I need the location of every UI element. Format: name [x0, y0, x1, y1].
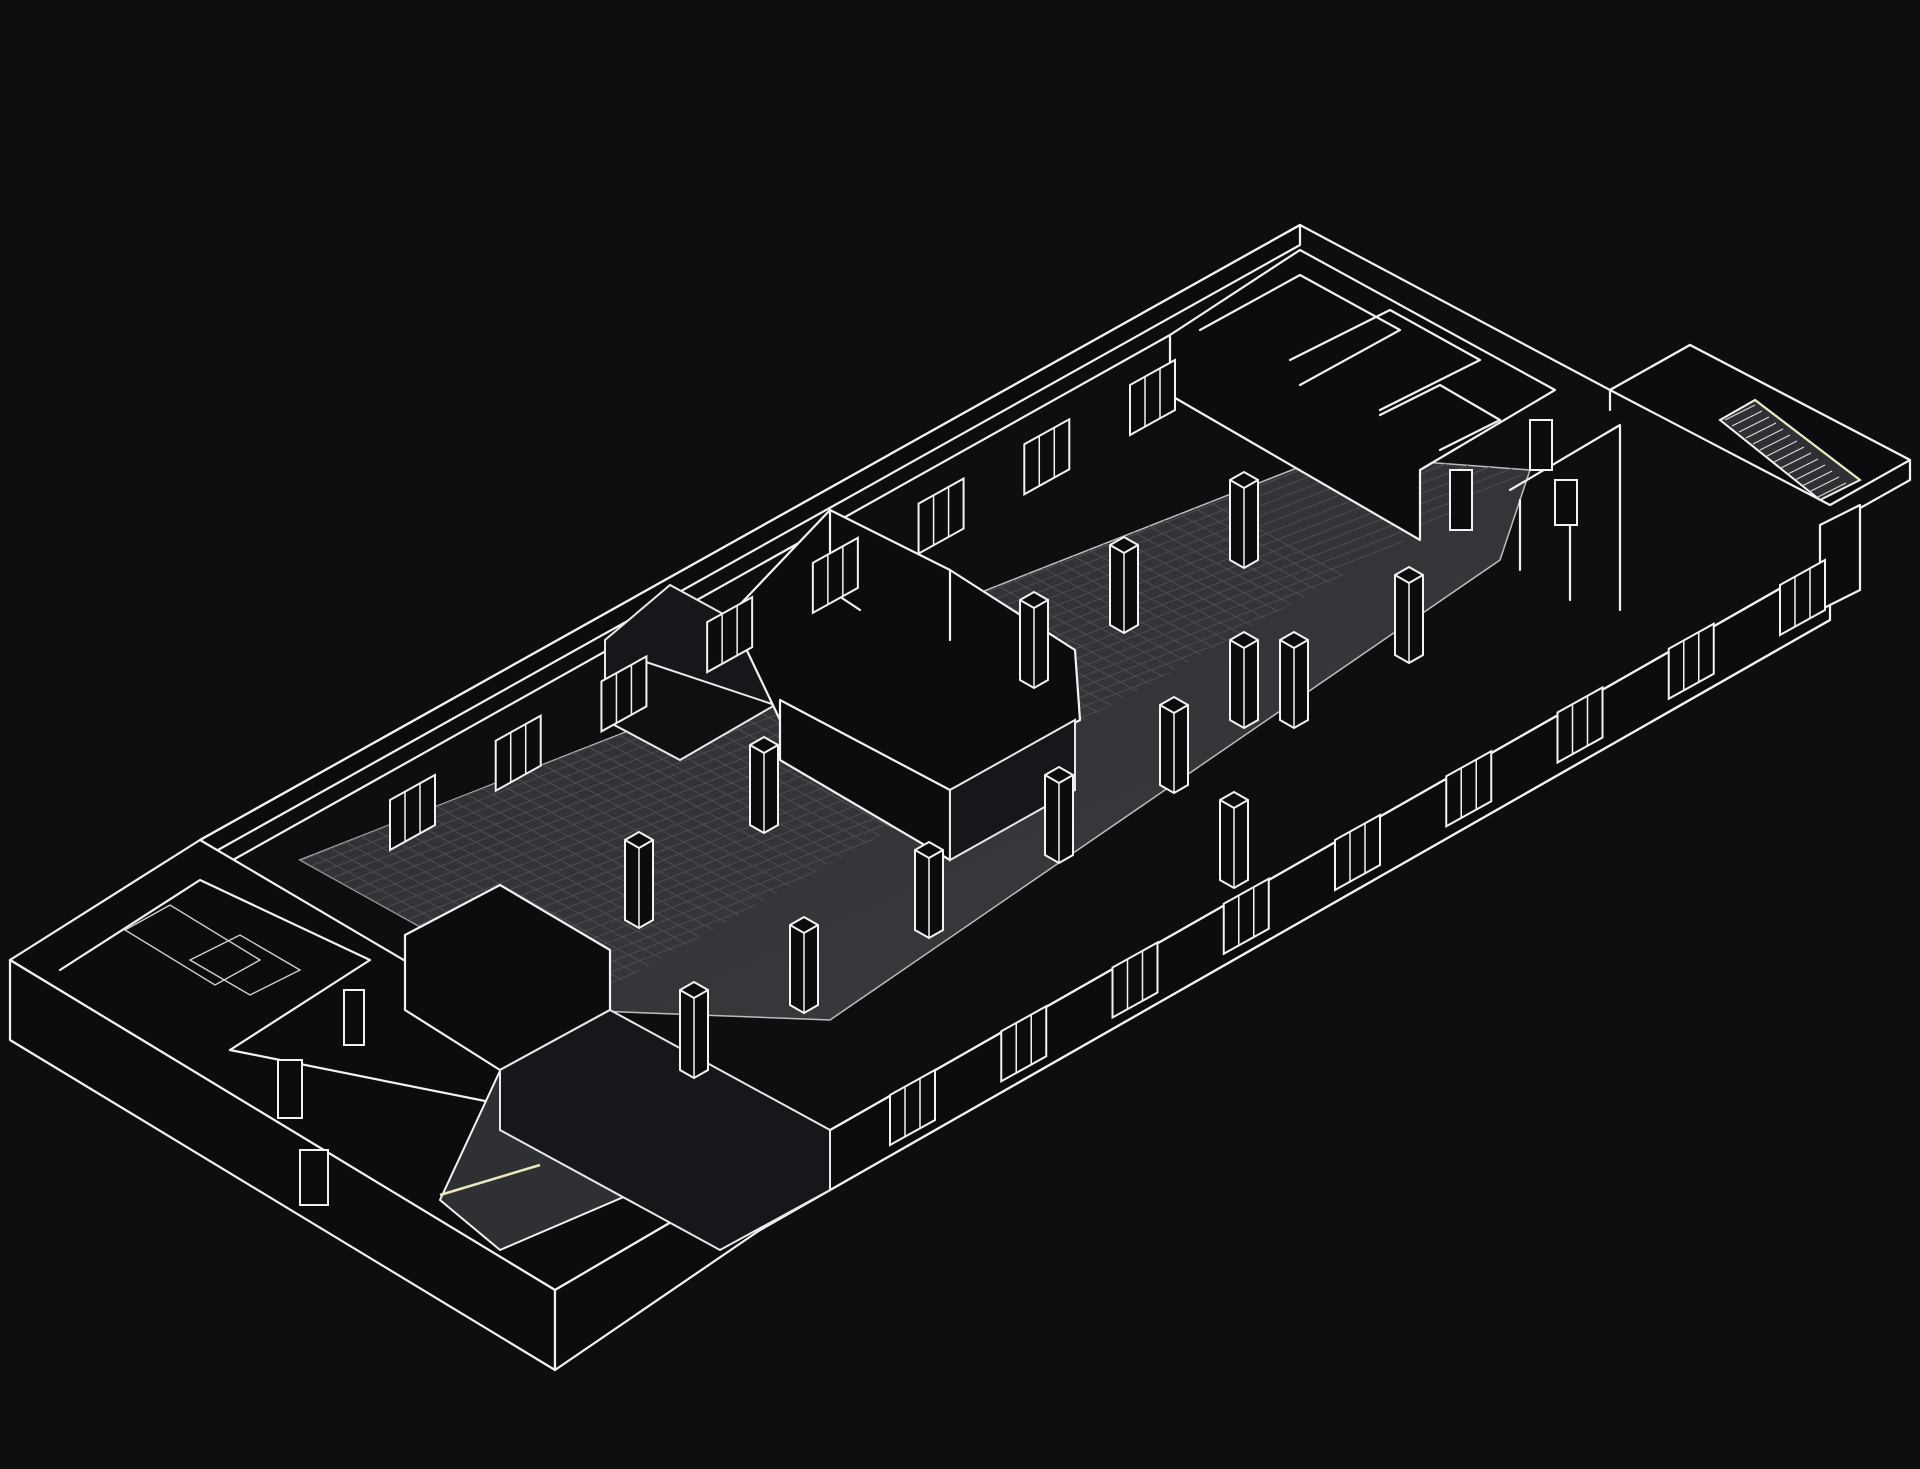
stair-step — [1808, 476, 1840, 493]
window — [1779, 558, 1826, 637]
window — [1000, 1004, 1048, 1083]
meeting-room-west — [403, 883, 831, 1252]
window — [1556, 685, 1604, 765]
window — [917, 476, 965, 556]
window — [1129, 358, 1176, 437]
column — [624, 830, 654, 930]
structural-columns — [624, 470, 1424, 1080]
stair-step — [1745, 422, 1777, 439]
column — [789, 915, 819, 1015]
column — [1279, 630, 1309, 730]
window — [706, 595, 754, 674]
column — [1109, 535, 1139, 635]
stair-step — [1815, 482, 1847, 499]
stair-step — [1787, 458, 1819, 475]
stair-step — [1801, 470, 1833, 487]
windows-south-wall — [889, 558, 1826, 1147]
doors — [277, 419, 1578, 1206]
east-service-rooms — [1168, 248, 1622, 612]
stair-step — [1724, 404, 1756, 421]
window — [1334, 813, 1381, 892]
column — [1019, 590, 1049, 690]
column — [1394, 565, 1424, 665]
window — [889, 1068, 936, 1147]
windows-north-wall — [389, 358, 1176, 852]
window — [1445, 749, 1493, 828]
stair-step — [1780, 452, 1812, 469]
stair-step — [1731, 410, 1763, 427]
window — [389, 773, 436, 852]
column — [914, 840, 944, 940]
column — [679, 980, 709, 1080]
column — [1159, 695, 1189, 795]
stair-east — [1608, 343, 1912, 507]
column — [1044, 765, 1074, 865]
stair-step — [1773, 446, 1805, 463]
window — [600, 654, 648, 734]
column — [1229, 630, 1259, 730]
column — [749, 735, 779, 835]
stair-step — [1752, 428, 1784, 445]
stair-step — [1759, 434, 1791, 451]
window — [811, 536, 859, 615]
window — [1667, 622, 1715, 701]
stair-step — [1794, 464, 1826, 481]
column — [1229, 470, 1259, 570]
window — [494, 714, 542, 793]
window — [1023, 417, 1071, 496]
column — [1219, 790, 1249, 890]
stair-step — [1766, 440, 1798, 457]
window — [1222, 877, 1270, 956]
window — [1111, 940, 1159, 1020]
stair-step — [1738, 416, 1770, 433]
